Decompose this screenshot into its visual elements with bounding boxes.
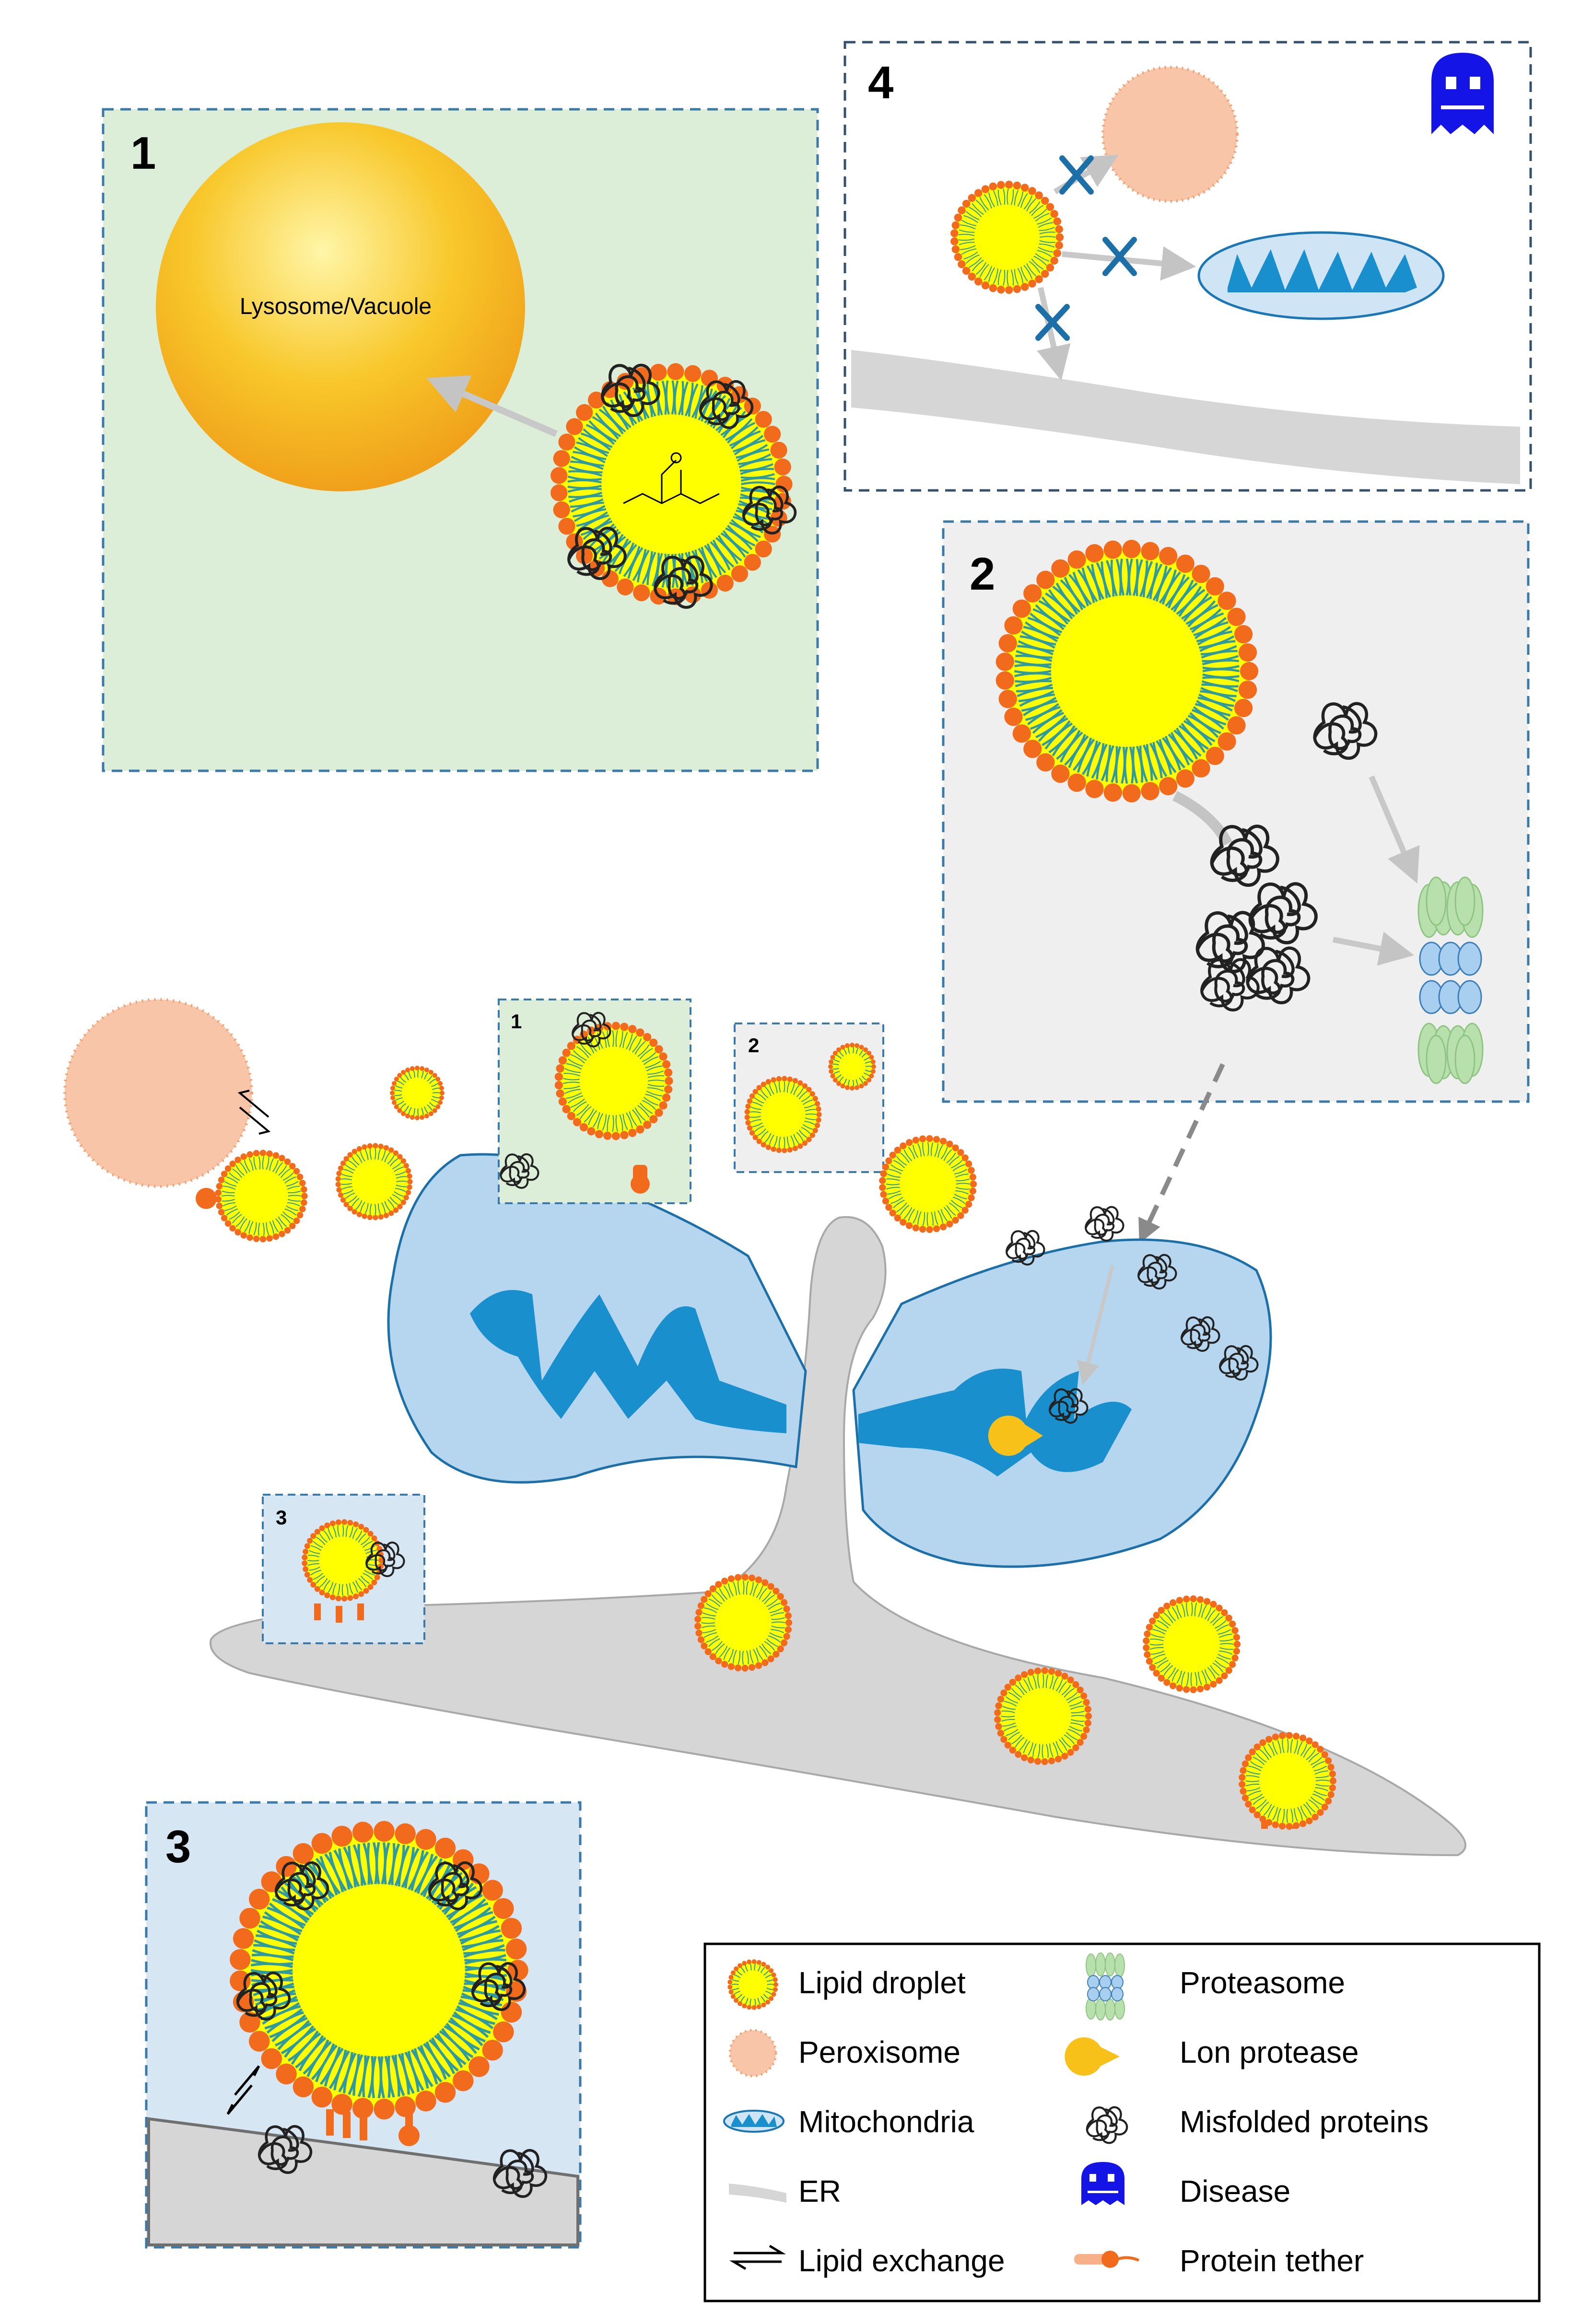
inset-3-number: 3 bbox=[165, 1821, 191, 1872]
inset-1-autophagy: 1 Lysosome/Vacuole bbox=[102, 108, 819, 772]
lon-protease-icon bbox=[1065, 2037, 1120, 2076]
small-inset-3-number: 3 bbox=[276, 1506, 287, 1529]
arrow-to-proteasome bbox=[1332, 931, 1415, 966]
small-inset-2-number: 2 bbox=[748, 1034, 759, 1057]
disease-icon bbox=[1431, 53, 1494, 134]
legend-label: Proteasome bbox=[1180, 1965, 1345, 2000]
lipid-droplet bbox=[335, 1143, 413, 1220]
disease-icon-legend bbox=[1081, 2162, 1124, 2205]
inset-2-number: 2 bbox=[970, 548, 995, 600]
peroxisome bbox=[1101, 66, 1239, 203]
misfolded-protein bbox=[1086, 1207, 1123, 1241]
legend-label: Lon protease bbox=[1180, 2035, 1359, 2069]
legend-label: ER bbox=[798, 2174, 841, 2208]
lipid-exchange-arrows bbox=[226, 2065, 260, 2115]
legend-label: Protein tether bbox=[1180, 2243, 1364, 2278]
dashed-arrow-to-mitochondria bbox=[1138, 1063, 1225, 1244]
lipid-droplet bbox=[215, 1150, 308, 1243]
er-membrane-inset4 bbox=[851, 350, 1520, 484]
inset-3-er-contact: 3 bbox=[145, 1801, 582, 2249]
peroxisome bbox=[63, 998, 253, 1188]
lipid-droplet bbox=[694, 1573, 793, 1672]
inset-2-proteasome: 2 bbox=[942, 520, 1530, 1103]
protein-tether-icon bbox=[1074, 2251, 1140, 2268]
arrow-to-proteasome bbox=[1369, 775, 1420, 884]
proteasome-icon bbox=[1086, 1952, 1125, 2021]
legend-label: Mitochondria bbox=[798, 2104, 974, 2139]
protein-tether-icons bbox=[196, 1165, 1297, 1829]
lipid-droplet bbox=[744, 1076, 822, 1153]
inset-4-number: 4 bbox=[868, 57, 893, 108]
lipid-droplet bbox=[302, 1519, 384, 1602]
er-membrane-inset3 bbox=[147, 2117, 579, 2246]
autophagy-arrow bbox=[426, 375, 558, 437]
lipid-droplet-large bbox=[995, 540, 1259, 802]
lipid-exchange-arrows bbox=[237, 1090, 271, 1135]
import-arrow bbox=[1077, 1265, 1114, 1385]
er-icon bbox=[729, 2184, 786, 2203]
legend-label: Misfolded proteins bbox=[1180, 2104, 1428, 2139]
inset-1-number: 1 bbox=[130, 128, 156, 179]
carnitine-structure bbox=[623, 452, 720, 504]
legend-label: Lipid exchange bbox=[798, 2243, 1005, 2278]
mitochondrion-small bbox=[1197, 231, 1445, 320]
blocked-arrow-er bbox=[1037, 287, 1071, 381]
lipid-droplet bbox=[1143, 1595, 1241, 1694]
lipid-droplet bbox=[390, 1066, 445, 1120]
lipid-droplet bbox=[828, 1043, 876, 1091]
legend-label: Peroxisome bbox=[798, 2035, 960, 2069]
mitochondria-icon bbox=[723, 2110, 784, 2133]
lipid-droplet-icon bbox=[727, 1959, 778, 2010]
mitochondria-cristae-left bbox=[470, 1290, 786, 1433]
legend-label: Lipid droplet bbox=[798, 1965, 966, 2000]
endoplasmic-reticulum bbox=[210, 1216, 1466, 1857]
lysosome-label: Lysosome/Vacuole bbox=[240, 294, 432, 319]
block-cross-icons bbox=[1035, 155, 1137, 341]
peroxisome-icon bbox=[728, 2029, 777, 2078]
lipid-droplet bbox=[950, 180, 1064, 294]
extraction-arrow bbox=[1172, 791, 1232, 847]
lipid-droplet bbox=[879, 1135, 977, 1233]
lipid-droplet bbox=[554, 1022, 673, 1140]
lipid-droplet bbox=[994, 1667, 1092, 1766]
lon-protease bbox=[988, 1416, 1043, 1456]
main-cell-scene: 1 2 3 bbox=[63, 998, 1466, 1857]
lipid-droplet bbox=[1239, 1731, 1337, 1830]
inset-4-disease: 4 bbox=[843, 41, 1532, 492]
small-inset-1-number: 1 bbox=[511, 1010, 522, 1033]
proteasome bbox=[1417, 876, 1484, 1084]
lipid-exchange-icon bbox=[729, 2244, 786, 2270]
legend: Lipid droplet Peroxisome Mitochondria ER… bbox=[703, 1942, 1541, 2302]
legend-label: Disease bbox=[1180, 2174, 1290, 2208]
